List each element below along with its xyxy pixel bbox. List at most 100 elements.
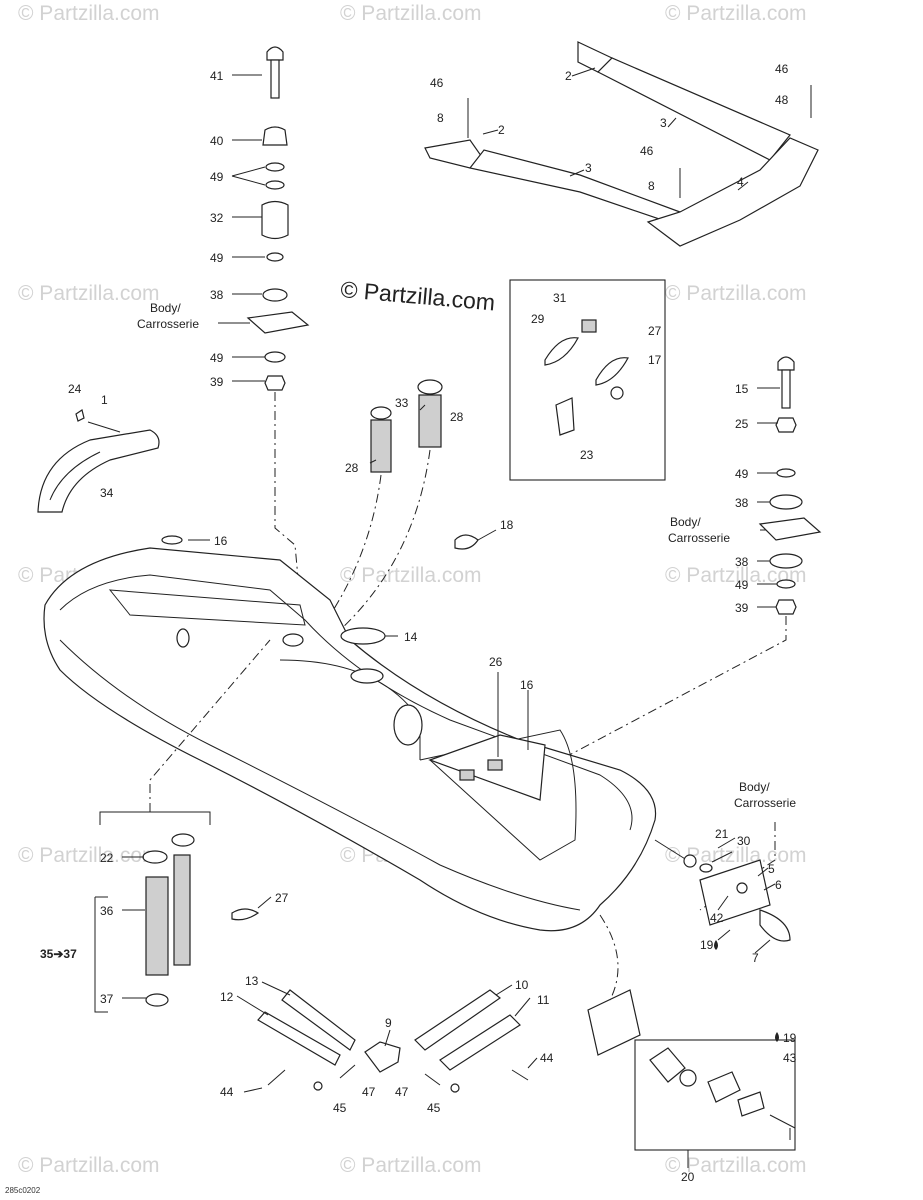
callout-9: 9 xyxy=(385,1016,392,1030)
grommet-assembly xyxy=(319,379,443,631)
callout-11: 11 xyxy=(537,993,550,1007)
callout-2: 2 xyxy=(565,69,572,83)
callout-46: 46 xyxy=(775,62,789,76)
callout-35-37: 35➔37 xyxy=(40,947,77,961)
body-label: Carrosserie xyxy=(734,796,796,810)
callout-37: 37 xyxy=(100,992,114,1006)
callout-10: 10 xyxy=(515,978,529,992)
drawing-code: 285c0202 xyxy=(5,1186,41,1195)
callout-labels: 41 40 49 32 49 38 49 39 46 8 2 2 3 3 46 … xyxy=(40,62,797,1184)
callout-21: 21 xyxy=(715,827,729,841)
callout-49: 49 xyxy=(210,170,224,184)
left-mount-stack xyxy=(246,46,310,601)
callout-42: 42 xyxy=(710,911,724,925)
callout-49: 49 xyxy=(210,351,224,365)
callout-3: 3 xyxy=(585,161,592,175)
callout-46: 46 xyxy=(430,76,444,90)
seat-mats xyxy=(424,41,819,247)
drop-icon xyxy=(714,940,718,950)
callout-48: 48 xyxy=(775,93,789,107)
right-mount-stack xyxy=(559,356,822,761)
callout-26: 26 xyxy=(489,655,503,669)
callout-34: 34 xyxy=(100,486,114,500)
callout-28: 28 xyxy=(345,461,359,475)
watermark: © Partzilla.com xyxy=(340,564,482,587)
callout-45: 45 xyxy=(333,1101,347,1115)
watermark: © Partzilla.com xyxy=(18,844,160,867)
body-labels: Body/ Carrosserie Body/ Carrosserie Body… xyxy=(137,301,796,810)
callout-18: 18 xyxy=(500,518,514,532)
main-watermark: © Partzilla.com xyxy=(340,276,497,315)
callout-38: 38 xyxy=(210,288,224,302)
callout-22: 22 xyxy=(100,851,114,865)
drain-plug-detail xyxy=(587,914,796,1151)
callout-31: 31 xyxy=(553,291,567,305)
callout-16: 16 xyxy=(520,678,534,692)
callout-2: 2 xyxy=(498,123,505,137)
callout-49: 49 xyxy=(735,467,749,481)
callout-39: 39 xyxy=(210,375,224,389)
body-label: Carrosserie xyxy=(137,317,199,331)
watermark-layer: © Partzilla.com © Partzilla.com © Partzi… xyxy=(18,2,807,1177)
callout-45: 45 xyxy=(427,1101,441,1115)
callout-8: 8 xyxy=(437,111,444,125)
hose-assembly xyxy=(94,639,271,1013)
leader-lines xyxy=(122,67,812,1168)
callout-39: 39 xyxy=(735,601,749,615)
callout-29: 29 xyxy=(531,312,545,326)
body-label: Body/ xyxy=(150,301,181,315)
watermark: © Partzilla.com xyxy=(18,1154,160,1177)
callout-49: 49 xyxy=(210,251,224,265)
tie-wrap xyxy=(454,534,479,550)
callout-41: 41 xyxy=(210,69,224,83)
callout-38: 38 xyxy=(735,555,749,569)
callout-44: 44 xyxy=(220,1085,234,1099)
detail-box xyxy=(509,279,666,481)
watermark: © Partzilla.com xyxy=(665,1154,807,1177)
callout-13: 13 xyxy=(245,974,259,988)
callout-7: 7 xyxy=(752,951,759,965)
callout-32: 32 xyxy=(210,211,224,225)
watermark: © Partzilla.com xyxy=(340,1154,482,1177)
callout-46: 46 xyxy=(640,144,654,158)
callout-44: 44 xyxy=(540,1051,554,1065)
drop-icon xyxy=(775,1032,779,1042)
callout-38: 38 xyxy=(735,496,749,510)
callout-5: 5 xyxy=(768,862,775,876)
callout-20: 20 xyxy=(681,1170,695,1184)
callout-24: 24 xyxy=(68,382,82,396)
callout-25: 25 xyxy=(735,417,749,431)
watermark: © Partzilla.com xyxy=(665,844,807,867)
watermark: © Partzilla.com xyxy=(665,282,807,305)
callout-14: 14 xyxy=(404,630,418,644)
callout-23: 23 xyxy=(580,448,594,462)
body-label: Body/ xyxy=(670,515,701,529)
callout-28: 28 xyxy=(450,410,464,424)
callout-15: 15 xyxy=(735,382,749,396)
callout-47: 47 xyxy=(362,1085,376,1099)
callout-17: 17 xyxy=(648,353,662,367)
callout-16: 16 xyxy=(214,534,228,548)
callout-27: 27 xyxy=(648,324,662,338)
watermark: © Partzilla.com xyxy=(18,2,160,25)
body-label: Carrosserie xyxy=(668,531,730,545)
callout-8: 8 xyxy=(648,179,655,193)
callout-33: 33 xyxy=(395,396,409,410)
rail-assembly xyxy=(257,989,529,1093)
callout-40: 40 xyxy=(210,134,224,148)
callout-47: 47 xyxy=(395,1085,409,1099)
callout-30: 30 xyxy=(737,834,751,848)
handle-assembly xyxy=(37,409,160,513)
callout-12: 12 xyxy=(220,990,234,1004)
watermark: © Partzilla.com xyxy=(340,2,482,25)
callout-49: 49 xyxy=(735,578,749,592)
callout-19: 19 xyxy=(783,1031,797,1045)
callout-6: 6 xyxy=(775,878,782,892)
bracket-assembly xyxy=(654,822,791,942)
callout-19: 19 xyxy=(700,938,714,952)
watermark: © Partzilla.com xyxy=(665,564,807,587)
callout-43: 43 xyxy=(783,1051,797,1065)
watermark: © Partzilla.com xyxy=(18,282,160,305)
callout-4: 4 xyxy=(737,175,744,189)
